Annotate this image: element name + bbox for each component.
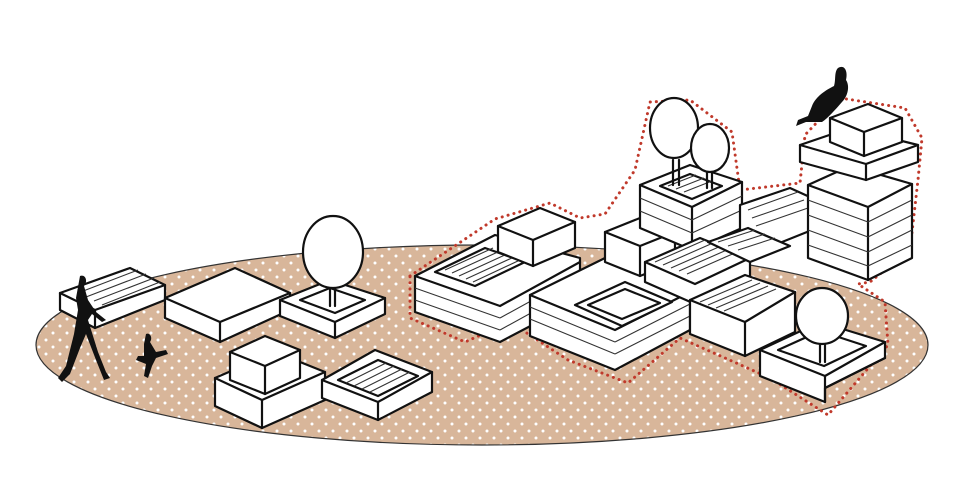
child-icon xyxy=(136,333,168,378)
tree-icon xyxy=(689,122,731,190)
right-cluster xyxy=(408,66,924,417)
pedestrian-icon xyxy=(58,275,110,382)
tree-icon xyxy=(794,286,850,364)
sitting-person-icon xyxy=(796,66,849,126)
left-cluster xyxy=(58,214,434,430)
highlight-boundary xyxy=(408,96,924,417)
tree-icon xyxy=(301,214,365,308)
